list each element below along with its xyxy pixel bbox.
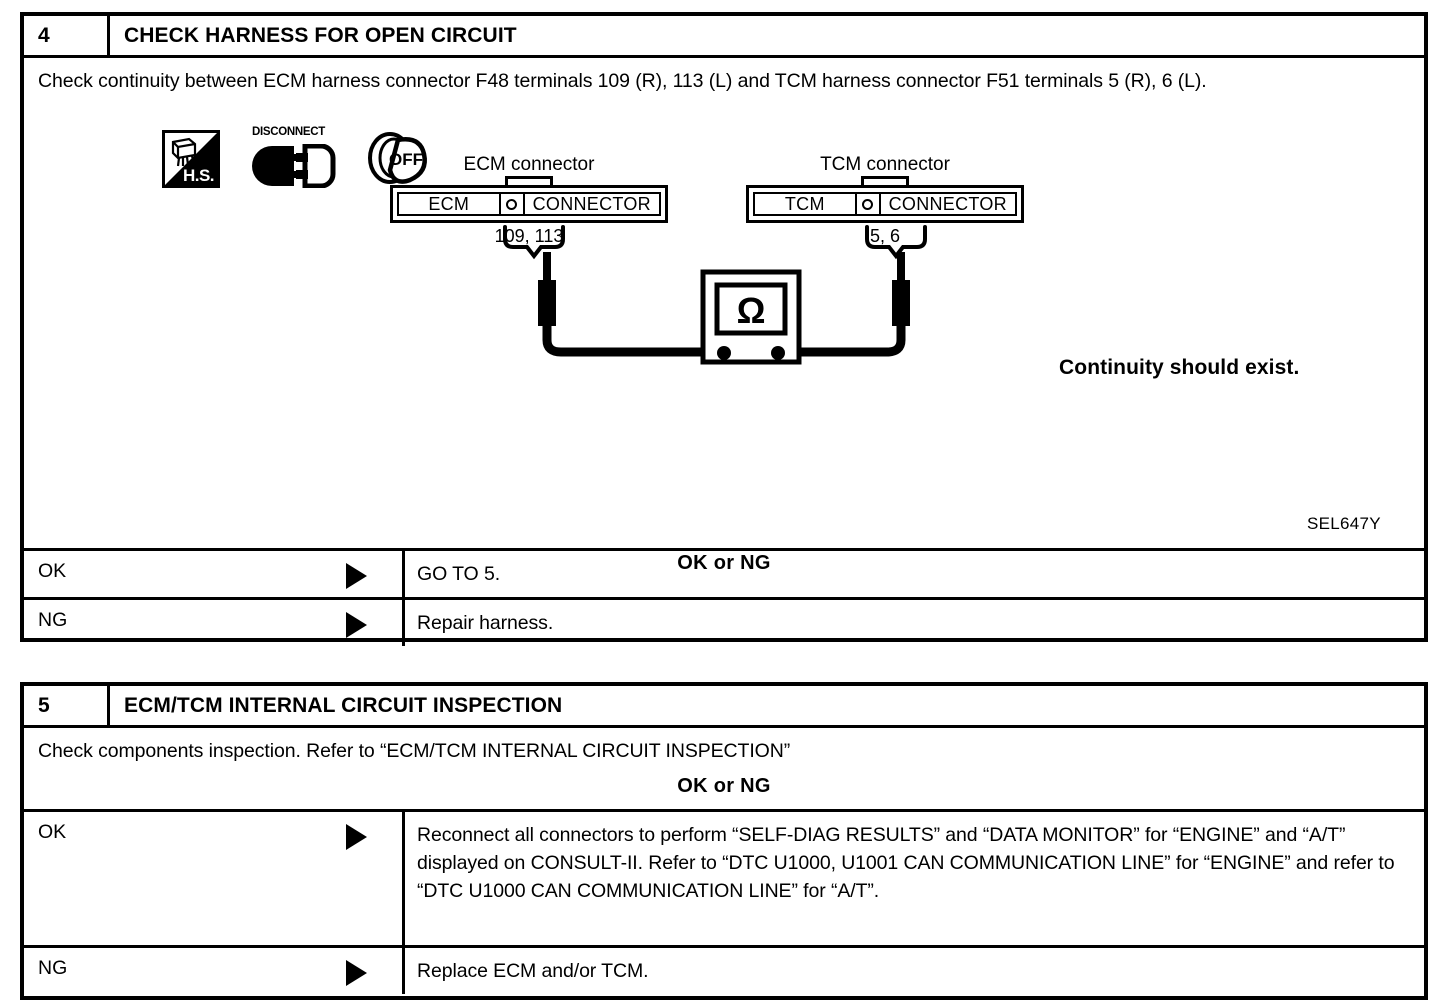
step-4-result-ok-label: OK [24,551,405,597]
ecm-connector-terminals: 109, 113 [494,226,564,246]
hand-start-icon: H.S. [162,130,220,188]
step-4-header: 4 CHECK HARNESS FOR OPEN CIRCUIT [24,16,1424,58]
tcm-connector-word: CONNECTOR [888,193,1007,214]
right-test-probe [755,252,910,357]
step-4-judgement: OK or NG [677,552,771,574]
step-4-result-ng-label: NG [24,600,405,646]
step-4-figure: H.S. DISCONNECT [24,94,1424,584]
step-5-table: 5 ECM/TCM INTERNAL CIRCUIT INSPECTION Ch… [20,682,1428,1000]
step-4-result-ok-action: GO TO 5. [417,563,501,585]
step-5-header: 5 ECM/TCM INTERNAL CIRCUIT INSPECTION [24,686,1424,728]
tcm-connector-box: TCM CONNECTOR [746,185,1024,223]
ignition-off-icon-shape: OFF [368,132,427,184]
svg-text:OFF: OFF [389,150,423,169]
step-5-result-ng-action: Replace ECM and/or TCM. [417,960,649,982]
step-5-title: ECM/TCM INTERNAL CIRCUIT INSPECTION [124,693,563,717]
disconnect-icon: DISCONNECT [250,126,342,188]
step-5-result-ng-label: NG [24,948,405,994]
step-4-result-ok: OK GO TO 5. [24,551,1424,600]
continuity-note: Continuity should exist. [1059,356,1300,379]
step-5-ng-text: NG [38,957,68,979]
ecm-connector-pin [498,194,525,214]
tcm-connector-caption: TCM connector [820,154,950,175]
ecm-connector-word: CONNECTOR [532,193,651,214]
step-5-ng-arrow-icon [346,960,367,986]
step-5-result-ok-label: OK [24,812,405,945]
left-test-probe [538,252,716,357]
step-5-ok-arrow-icon [346,824,367,850]
step-5-result-ng: NG Replace ECM and/or TCM. [24,948,1424,994]
ohmmeter-icon: Ω [700,269,802,365]
tcm-brace [865,225,927,260]
step-4-result-ng: NG Repair harness. [24,600,1424,646]
ecm-brace [503,225,565,260]
ecm-connector-inner: ECM CONNECTOR [397,192,661,216]
ecm-connector-caption: ECM connector [463,154,595,175]
figure-code: SEL647Y [1307,514,1381,533]
step-4-number: 4 [24,16,110,55]
step-5-judgement: OK or NG [677,775,771,797]
tcm-connector-name: TCM [784,193,825,214]
step-5-result-ok: OK Reconnect all connectors to perform “… [24,812,1424,948]
step-4-ok-text: OK [38,560,67,582]
disconnect-icon-label: DISCONNECT [252,126,326,138]
step-5-instruction: Check components inspection. Refer to “E… [38,740,791,762]
step-4-result-ng-action: Repair harness. [417,612,554,634]
ignition-off-icon: OFF [364,128,434,190]
tcm-connector-terminals: 5, 6 [869,226,901,246]
step-5-number: 5 [24,686,110,725]
continuity-test-diagram: Ω [503,225,927,365]
step-5-result-ok-action: Reconnect all connectors to perform “SEL… [417,824,1395,902]
tcm-connector-pin-dot [862,198,874,210]
ecm-connector-group: ECM connector ECM CONNECTOR 109, 113 [390,154,668,254]
step-5-ok-text: OK [38,821,67,843]
step-4-title: CHECK HARNESS FOR OPEN CIRCUIT [124,23,517,47]
step-4-instruction: Check continuity between ECM harness con… [38,70,1207,92]
tcm-connector-pin [854,194,881,214]
ecm-connector-name: ECM [428,193,470,214]
step-4-ng-arrow-icon [346,612,367,638]
step-4-table: 4 CHECK HARNESS FOR OPEN CIRCUIT Check c… [20,12,1428,646]
disconnect-icon-shape [252,144,336,188]
tcm-connector-inner: TCM CONNECTOR [753,192,1017,216]
ecm-connector-box: ECM CONNECTOR [390,185,668,223]
tcm-connector-group: TCM connector TCM CONNECTOR 5, 6 [746,154,1024,254]
hand-start-icon-shape [165,133,217,185]
step-4-ok-arrow-icon [346,563,367,589]
ecm-connector-pin-dot [506,198,518,210]
step-4-body: Check continuity between ECM harness con… [24,58,1424,574]
hand-start-icon-label: H.S. [182,166,215,185]
step-5-body: Check components inspection. Refer to “E… [24,728,1424,812]
step-4-ng-text: NG [38,609,68,631]
ohmmeter-symbol: Ω [737,290,766,331]
